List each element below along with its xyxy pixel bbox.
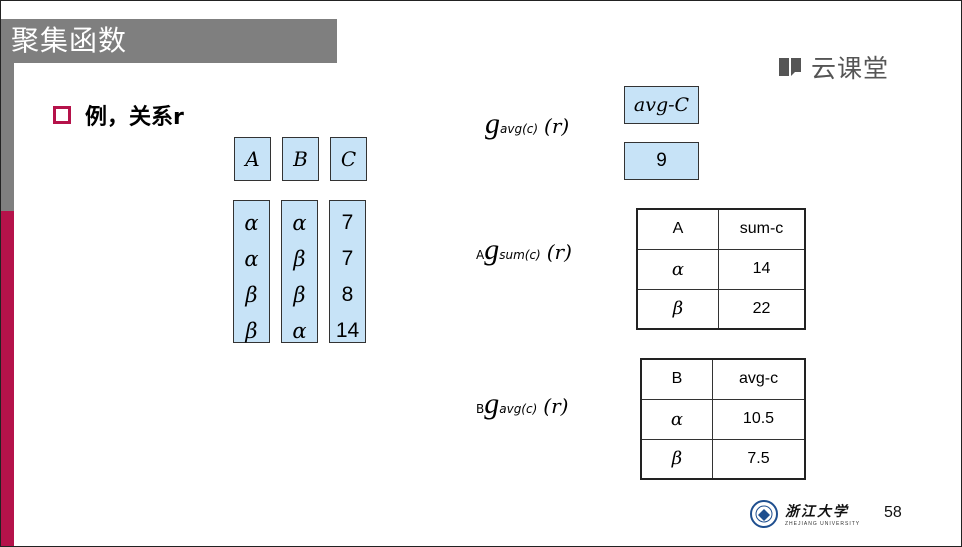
avgb-header-b: B [640,358,713,400]
cell-b-2: β [293,247,306,271]
result-sum-table: A sum-c α 14 β 22 [636,208,806,330]
column-b: α β β α [281,200,318,343]
cell-c-4: 14 [335,319,360,342]
university-logo: 浙江大学 ZHEJIANG UNIVERSITY [749,499,860,529]
avgb-row2-value: 7.5 [712,438,806,480]
title-bar: 聚集函数 [1,19,337,63]
example-label: 例，关系r [85,105,184,130]
expr-avgb-subscript: avg(c) [499,402,538,416]
university-name-en: ZHEJIANG UNIVERSITY [785,521,861,527]
left-accent-gray [1,63,14,211]
result-avg-header: avg-C [624,86,699,124]
header-c: C [330,137,367,181]
sum-row2-value: 22 [718,288,806,330]
expr-avgb-arg: (r) [543,394,569,418]
cell-c-1: 7 [341,211,354,234]
expr-sum-arg: (r) [546,240,572,264]
header-b: B [282,137,319,181]
expr-avgb-prefix: B [476,402,485,416]
sum-row1-key: α [636,248,719,290]
sum-header-sum: sum-c [718,208,806,250]
watermark-text: 云课堂 [811,54,890,83]
sum-row1-value: 14 [718,248,806,290]
avgb-row2-key: β [640,438,713,480]
g-symbol: g [484,387,500,420]
cell-c-3: 8 [341,283,354,306]
header-a: A [234,137,271,181]
g-symbol: g [485,107,500,140]
book-icon [779,58,801,76]
column-a: α α β β [233,200,270,343]
sum-header-a: A [636,208,719,250]
expr-sum-subscript: sum(c) [499,248,541,262]
university-name-cn: 浙江大学 [785,504,849,520]
sum-row2-key: β [636,288,719,330]
left-accent-red [1,211,14,546]
bullet-square-icon [53,106,71,124]
avgb-row1-value: 10.5 [712,398,806,440]
university-seal-icon [750,500,778,528]
cell-a-4: β [245,319,258,343]
expr-sum-by-a: Agsum(c) (r) [476,233,572,267]
expr-avg-arg: (r) [544,114,570,138]
cell-b-4: α [292,319,307,343]
g-symbol: g [484,233,500,266]
avgb-header-avg: avg-c [712,358,806,400]
column-c: 7 7 8 14 [329,200,366,343]
cell-a-2: α [244,247,259,271]
avgb-row1-key: α [640,398,713,440]
page-number: 58 [884,504,902,521]
expr-sum-prefix: A [476,248,485,262]
result-avgb-table: B avg-c α 10.5 β 7.5 [640,358,806,480]
watermark: 云课堂 [777,49,889,85]
cell-a-3: β [245,283,258,307]
expr-avg: gavg(c) (r) [485,107,569,141]
cell-b-1: α [292,211,307,235]
cell-c-2: 7 [341,247,354,270]
expr-avg-by-b: Bgavg(c) (r) [476,387,568,421]
cell-b-3: β [293,283,306,307]
result-avg-value: 9 [624,142,699,180]
expr-avg-subscript: avg(c) [500,122,539,136]
cell-a-1: α [244,211,259,235]
slide-title: 聚集函数 [11,24,128,57]
